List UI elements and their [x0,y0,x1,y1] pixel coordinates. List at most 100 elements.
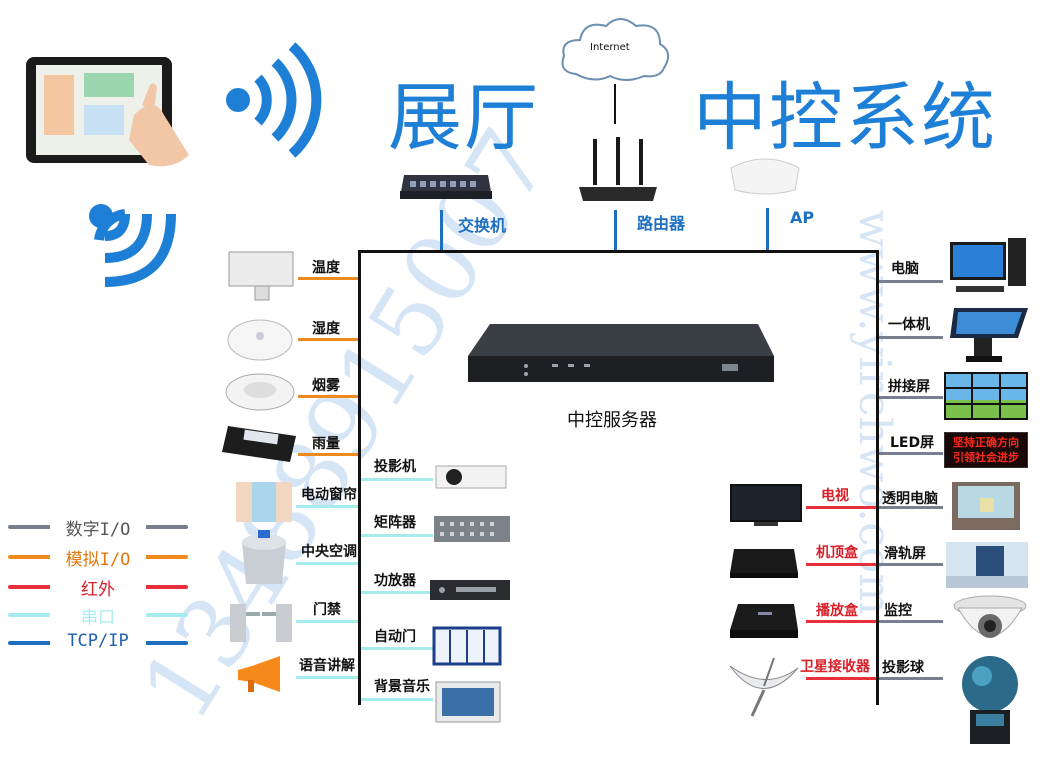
ap-link [766,208,769,252]
conn-bgmusic [361,698,433,701]
projection-ball-device [956,654,1024,748]
rain-sensor [218,422,302,466]
label-temperature: 温度 [312,260,340,276]
tablet-device [24,55,194,173]
central-server [468,322,774,384]
megaphone-icon [234,654,294,694]
label-led: LED屏 [890,435,935,451]
led-line-2: 引领社会进步 [953,451,1019,464]
pc-device [948,236,1030,298]
conn-led [879,452,943,455]
curtain-device [234,480,294,524]
label-amplifier: 功放器 [374,573,416,589]
stb-device [728,545,800,581]
temperature-sensor [225,250,297,302]
conn-slide [879,563,943,566]
router-link [614,210,617,252]
smoke-sensor [222,372,298,412]
label-stb: 机顶盒 [816,545,858,561]
splice-screen-device [944,372,1028,420]
label-satellite: 卫星接收器 [800,659,870,675]
led-screen-device: 坚持正确方向 引领社会进步 [944,432,1028,468]
conn-splice [879,396,943,399]
conn-monitor [879,620,943,623]
projector-device [432,458,510,492]
label-splice-screen: 拼接屏 [888,379,930,395]
label-router: 路由器 [637,214,686,233]
label-matrix: 矩阵器 [374,515,416,531]
led-line-1: 坚持正确方向 [953,436,1019,449]
label-slide-screen: 滑轨屏 [884,546,926,562]
bus-top [358,250,878,253]
autodoor-device [432,626,502,666]
wifi-icon [85,200,185,300]
label-monitor: 监控 [884,603,912,619]
watermark-phone: 13488915007 [120,110,572,740]
satellite-dish-icon [722,650,804,720]
conn-smoke [298,395,358,398]
conn-tv [806,506,876,509]
label-tv: 电视 [821,488,849,504]
label-aio: 一体机 [888,317,930,333]
central-server-label: 中控服务器 [567,410,657,431]
label-smoke: 烟雾 [312,378,340,394]
conn-ac [296,562,358,565]
conn-satellite [806,677,876,680]
conn-rain [298,453,358,456]
bus-right [876,250,879,705]
conn-projector [361,478,433,481]
internet-cloud [556,12,674,88]
label-rain: 雨量 [312,436,340,452]
conn-transparent [879,506,943,509]
conn-pc [879,280,943,283]
wifi-icon [220,40,330,160]
label-projector: 投影机 [374,459,416,475]
conn-humidity [298,338,358,341]
internet-label: Internet [590,42,630,53]
legend-label-analog: 模拟I/O [50,545,146,570]
conn-aio [879,336,943,339]
slide-screen-device [946,542,1028,588]
conn-autodoor [361,647,433,650]
bus-left [358,250,361,705]
matrix-device [432,512,512,544]
bgmusic-panel [434,680,502,724]
tv-device [728,482,804,530]
label-pc: 电脑 [891,261,919,277]
player-device [728,600,800,642]
conn-temperature [298,277,358,280]
transparent-pc-device [950,480,1022,532]
conn-access [296,620,358,623]
legend-label-tcpip: TCP/IP [50,631,146,651]
switch-device [400,165,492,205]
label-transparent-pc: 透明电脑 [882,491,938,507]
label-curtain: 电动窗帘 [301,487,357,503]
camera-device [952,592,1028,650]
internet-link [614,84,616,124]
ap-device [725,150,805,200]
humidity-sensor [225,318,295,362]
conn-amplifier [361,591,433,594]
label-autodoor: 自动门 [374,629,416,645]
aio-device [948,302,1032,364]
conn-matrix [361,534,433,537]
conn-voice [296,676,358,679]
conn-ball [879,677,943,680]
access-gate-device [226,598,296,644]
amplifier-device [428,578,512,602]
label-player: 播放盒 [816,603,858,619]
ac-device [236,528,292,586]
label-access: 门禁 [313,602,341,618]
conn-stb [806,563,876,566]
switch-link [440,210,443,252]
legend-label-serial: 串口 [50,603,146,628]
label-ac: 中央空调 [301,544,357,560]
router-device [575,135,661,205]
label-projection-ball: 投影球 [882,660,924,676]
conn-player [806,620,876,623]
label-bgmusic: 背景音乐 [374,679,430,695]
legend-label-digital: 数字I/O [50,515,146,540]
label-ap: AP [790,208,815,227]
conn-curtain [296,505,358,508]
label-humidity: 湿度 [312,321,340,337]
